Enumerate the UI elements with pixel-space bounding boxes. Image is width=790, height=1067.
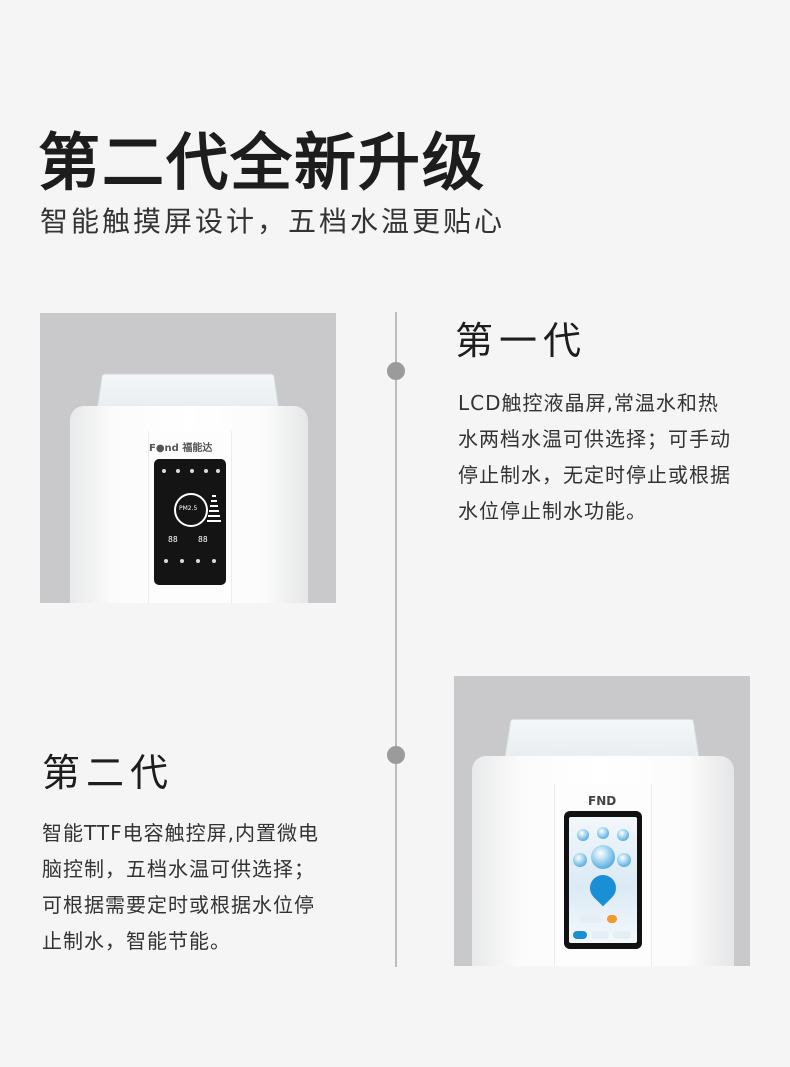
gen1-pm-label: PM2.5 [179, 505, 198, 512]
gen2-line: 脑控制，五档水温可供选择； [42, 857, 315, 881]
water-drop-icon [584, 869, 622, 907]
timeline-dot-gen2 [387, 746, 405, 764]
gen1-line: 水两档水温可供选择；可手动 [458, 427, 731, 451]
subheadline: 智能触摸屏设计，五档水温更贴心 [40, 205, 506, 238]
gen1-digits-left: 88 [168, 535, 178, 544]
gen1-title: 第一代 [455, 319, 588, 363]
gen1-product-image: F●nd 福能达 PM2.5 88 88 [40, 313, 336, 603]
gen2-title: 第二代 [42, 751, 175, 795]
gen1-line: LCD触控液晶屏,常温水和热 [458, 391, 719, 415]
timeline-dot-gen1 [387, 362, 405, 380]
timeline-line [395, 312, 397, 967]
gen1-brand-logo: F●nd 福能达 [149, 443, 213, 454]
gen2-tft-screen [564, 811, 642, 949]
headline: 第二代全新升级 [38, 126, 487, 199]
gen2-description: 智能TTF电容触控屏,内置微电 脑控制，五档水温可供选择； 可根据需要定时或根据… [42, 815, 357, 959]
gen2-brand-logo: FND [588, 794, 617, 808]
gen1-lcd-screen: PM2.5 88 88 [154, 459, 226, 585]
gen1-description: LCD触控液晶屏,常温水和热 水两档水温可供选择；可手动 停止制水，无定时停止或… [458, 385, 758, 529]
gen2-product-image: FND [454, 676, 750, 966]
gen2-line: 智能TTF电容触控屏,内置微电 [42, 821, 319, 845]
gen1-line: 水位停止制水功能。 [458, 499, 647, 523]
gen2-line: 止制水，智能节能。 [42, 929, 231, 953]
gen1-line: 停止制水，无定时停止或根据 [458, 463, 731, 487]
gen1-pm-ring [174, 493, 208, 527]
gen2-line: 可根据需要定时或根据水位停 [42, 893, 315, 917]
gen1-digits-right: 88 [198, 535, 208, 544]
